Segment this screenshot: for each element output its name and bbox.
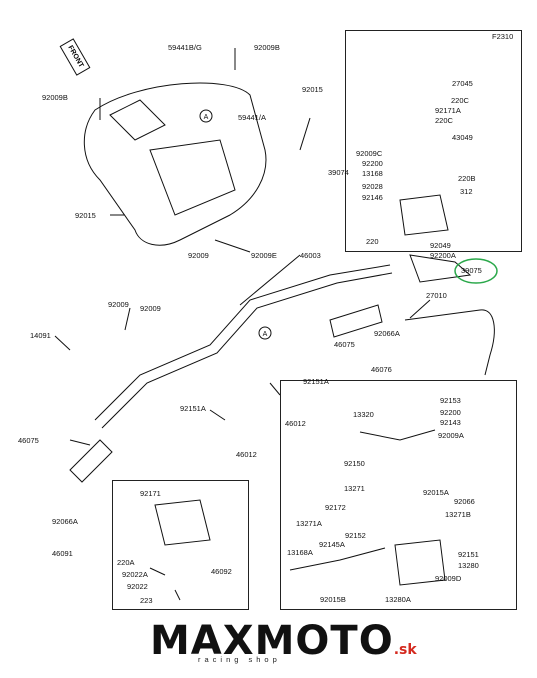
part-label: 92200 — [362, 159, 383, 168]
part-label: 92200 — [440, 408, 461, 417]
part-label: 92009C — [356, 149, 383, 158]
logo-text: MAXMOTO — [150, 618, 394, 664]
part-label: 312 — [460, 187, 473, 196]
part-label: 92028 — [362, 182, 383, 191]
part-label: 92200A — [430, 251, 456, 260]
part-label: 220A — [117, 558, 135, 567]
part-label: 220C — [451, 96, 469, 105]
part-label: 92152 — [345, 531, 366, 540]
part-label: 46012 — [285, 419, 306, 428]
part-label: 46092 — [211, 567, 232, 576]
part-label: 13280A — [385, 595, 411, 604]
part-label: 46076 — [371, 365, 392, 374]
part-label: 92022 — [127, 582, 148, 591]
part-label: 220 — [366, 237, 379, 246]
part-label: 13168 — [362, 169, 383, 178]
part-label: 220C — [435, 116, 453, 125]
svg-text:A: A — [204, 114, 209, 121]
svg-text:A: A — [263, 331, 268, 338]
part-label-highlighted: 39075 — [461, 266, 482, 275]
part-label: 92009A — [438, 431, 464, 440]
diagram-code: F2310 — [492, 32, 514, 41]
brake-lever-box — [280, 380, 517, 610]
part-label: 27045 — [452, 79, 473, 88]
part-label: 92009D — [435, 574, 462, 583]
part-label: 13168A — [287, 548, 313, 557]
part-label: 92171A — [435, 106, 461, 115]
part-label: 13280 — [458, 561, 479, 570]
maxmoto-logo: MAXMOTO.sk — [150, 618, 417, 664]
logo-tld: .sk — [393, 642, 417, 658]
part-label: 223 — [140, 596, 153, 605]
part-label: 46075 — [18, 436, 39, 445]
part-label: 92015B — [320, 595, 346, 604]
highlight-ring — [454, 258, 498, 284]
part-label: 92172 — [325, 503, 346, 512]
part-label: 92151A — [180, 404, 206, 413]
part-label: 92009 — [108, 300, 129, 309]
part-label: 92015 — [302, 85, 323, 94]
part-label: 220B — [458, 174, 476, 183]
part-label: 92146 — [362, 193, 383, 202]
part-label: 92143 — [440, 418, 461, 427]
part-label: 92066 — [454, 497, 475, 506]
part-label: 39074 — [328, 168, 349, 177]
part-label: 92009B — [254, 43, 280, 52]
part-label: 92009 — [188, 251, 209, 260]
part-label: 14091 — [30, 331, 51, 340]
part-label: 92022A — [122, 570, 148, 579]
switch-box-frame — [112, 480, 249, 610]
part-label: 92066A — [374, 329, 400, 338]
part-label: 92150 — [344, 459, 365, 468]
part-label: 59441/A — [238, 113, 266, 122]
part-label: 92171 — [140, 489, 161, 498]
part-label: 92049 — [430, 241, 451, 250]
logo-tagline: racing shop — [198, 655, 281, 664]
part-label: 13320 — [353, 410, 374, 419]
part-label: 46075 — [334, 340, 355, 349]
part-label: 92015 — [75, 211, 96, 220]
part-label: 92009 — [140, 304, 161, 313]
part-label: 46012 — [236, 450, 257, 459]
part-label: 13271 — [344, 484, 365, 493]
part-label: 13271A — [296, 519, 322, 528]
part-label: 92145A — [319, 540, 345, 549]
part-label: 92009E — [251, 251, 277, 260]
throttle-assembly-box — [345, 30, 522, 252]
part-label: 13271B — [445, 510, 471, 519]
part-label: 59441B/G — [168, 43, 202, 52]
part-label: 92151A — [303, 377, 329, 386]
part-label: 92151 — [458, 550, 479, 559]
part-label: 92015A — [423, 488, 449, 497]
part-label: 27010 — [426, 291, 447, 300]
part-label: 92009B — [42, 93, 68, 102]
part-label: 92153 — [440, 396, 461, 405]
part-label: 43049 — [452, 133, 473, 142]
part-label: 46091 — [52, 549, 73, 558]
part-label: 92066A — [52, 517, 78, 526]
part-label: 46003 — [300, 251, 321, 260]
